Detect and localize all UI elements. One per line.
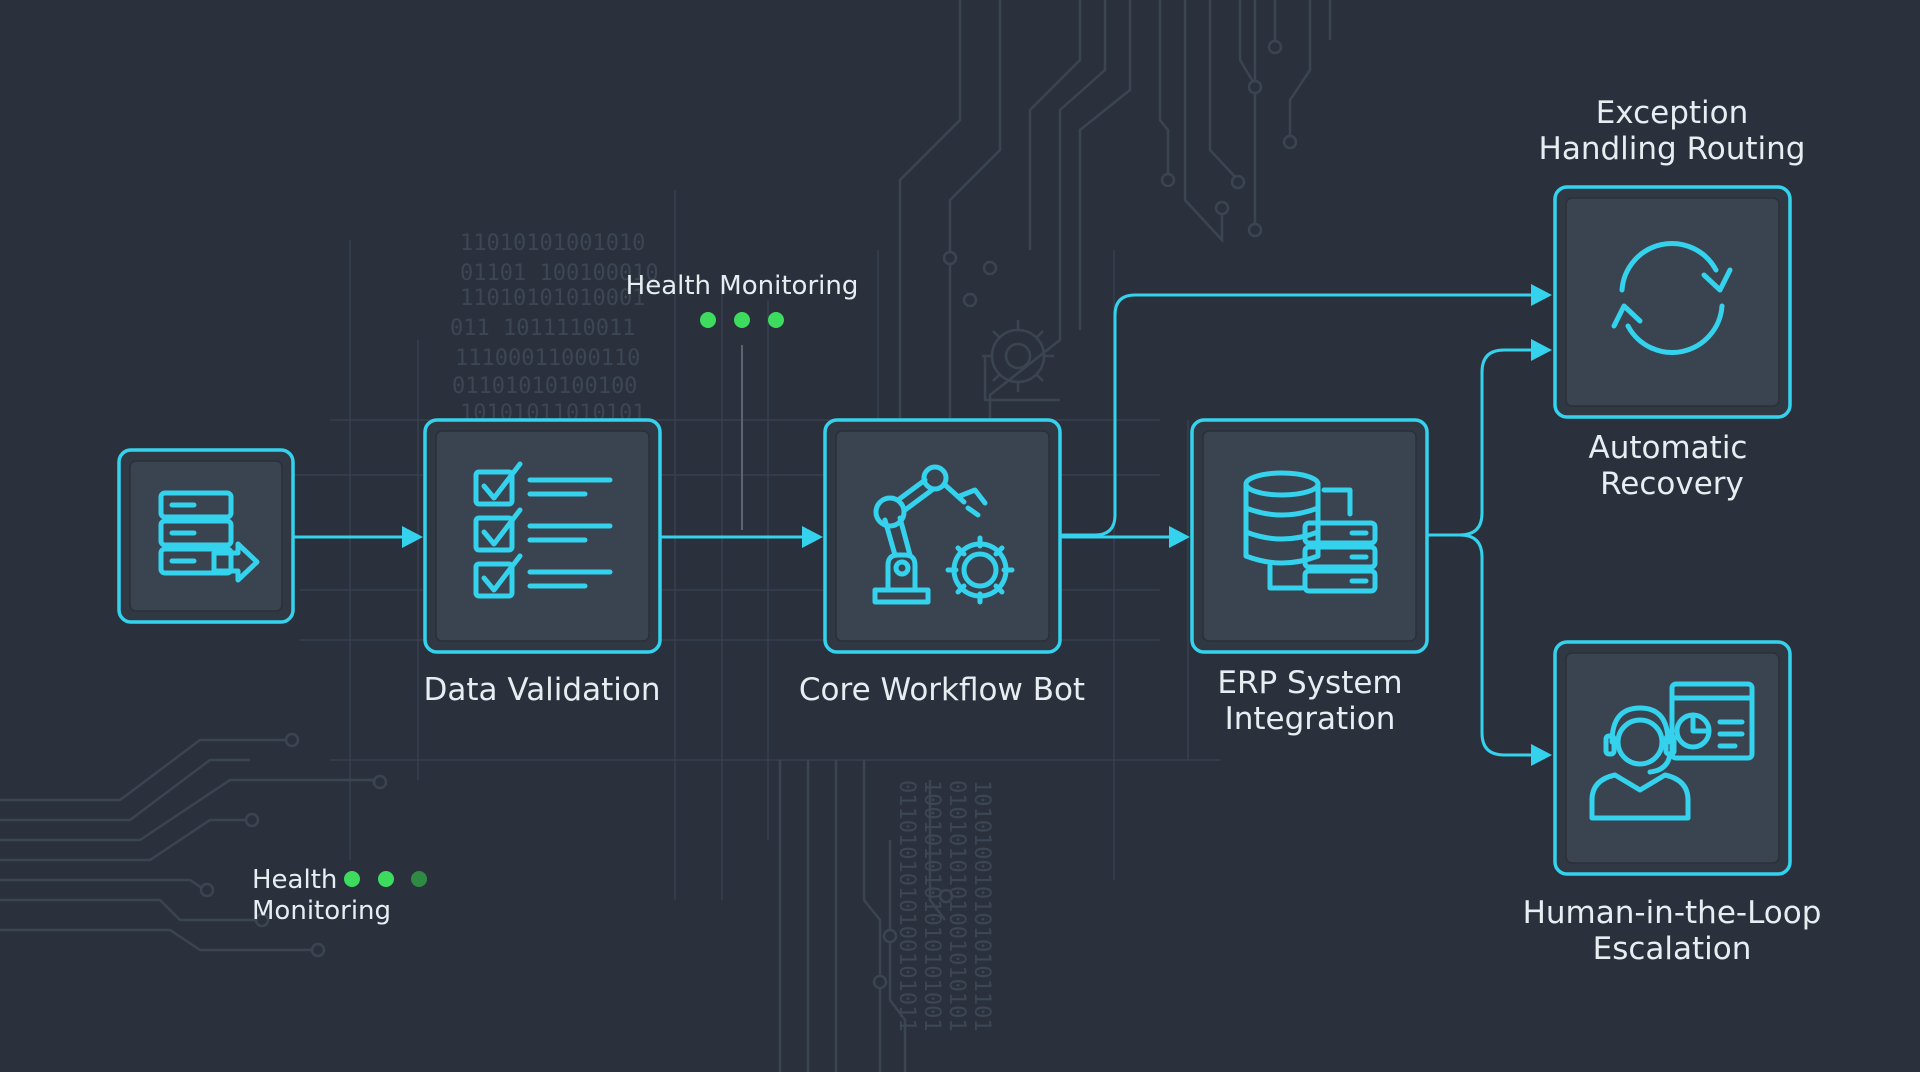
status-dot [344,871,360,887]
status-dot [378,871,394,887]
svg-text:0101010101001010101: 0101010101001010101 [944,780,969,1032]
svg-text:01101010100100: 01101010100100 [452,374,637,399]
node-label-line1: ERP System [1217,665,1402,701]
node-human-escalation[interactable]: Human-in-the-Loop Escalation [1523,640,1822,967]
svg-text:1010100101010101101: 1010100101010101101 [969,780,994,1032]
refresh-cycle-icon [1611,241,1733,355]
node-label-line2: Handling Routing [1539,131,1806,167]
node-sublabel-line2: Recovery [1600,466,1744,502]
status-dot [734,312,750,328]
node-label-line2: Integration [1225,701,1396,737]
arrow-head [1531,744,1552,766]
circuit-background: 11010101001010 01101 100100010 110101010… [0,0,1332,1072]
node-label-line1: Human-in-the-Loop [1523,895,1822,931]
connector-erp-recovery [1427,348,1532,537]
node-source[interactable] [117,448,295,624]
arrow-head [802,526,823,548]
svg-text:011 1011110011: 011 1011110011 [450,316,635,341]
flow-connectors [293,284,1552,766]
svg-text:1001010101010101001: 1001010101010101001 [919,780,944,1032]
arrow-head [1531,339,1552,361]
svg-text:0110101010100101011: 0110101010100101011 [894,780,919,1032]
arrow-head [402,526,423,548]
health-label-line2: Monitoring [252,896,391,926]
database-server-icon [1243,470,1378,594]
node-sublabel-line1: Automatic [1589,430,1748,466]
health-monitor-top: Health Monitoring [626,271,859,328]
health-monitor-bottom: Health Monitoring [252,865,427,926]
node-label: Core Workflow Bot [799,672,1085,708]
connector-erp-human [1459,533,1532,757]
node-core-workflow-bot[interactable]: Core Workflow Bot [799,418,1085,708]
node-exception-handling[interactable]: Exception Handling Routing Automatic Rec… [1539,95,1806,502]
svg-text:11010101010001: 11010101010001 [460,286,645,311]
connector-bot-exception [1060,293,1532,537]
server-export-icon [158,490,260,583]
node-erp-integration[interactable]: ERP System Integration [1190,418,1429,737]
status-dot [700,312,716,328]
arrow-head [1531,284,1552,306]
node-data-validation[interactable]: Data Validation [423,418,662,708]
checklist-icon [473,461,613,599]
node-label-line1: Exception [1596,95,1749,131]
status-dot [768,312,784,328]
svg-text:11010101001010: 11010101001010 [460,231,645,256]
gear-decor-icon [982,320,1054,392]
node-label-line2: Escalation [1593,931,1752,967]
arrow-head [1169,526,1190,548]
svg-text:11100011000110: 11100011000110 [455,346,640,371]
health-label: Health Monitoring [626,271,859,301]
health-label-line1: Health [252,865,337,895]
node-label: Data Validation [424,672,661,708]
status-dot [411,871,427,887]
robot-arm-gear-icon [872,464,1015,605]
support-agent-dashboard-icon [1589,681,1755,821]
svg-text:01101 100100010: 01101 100100010 [460,261,659,286]
